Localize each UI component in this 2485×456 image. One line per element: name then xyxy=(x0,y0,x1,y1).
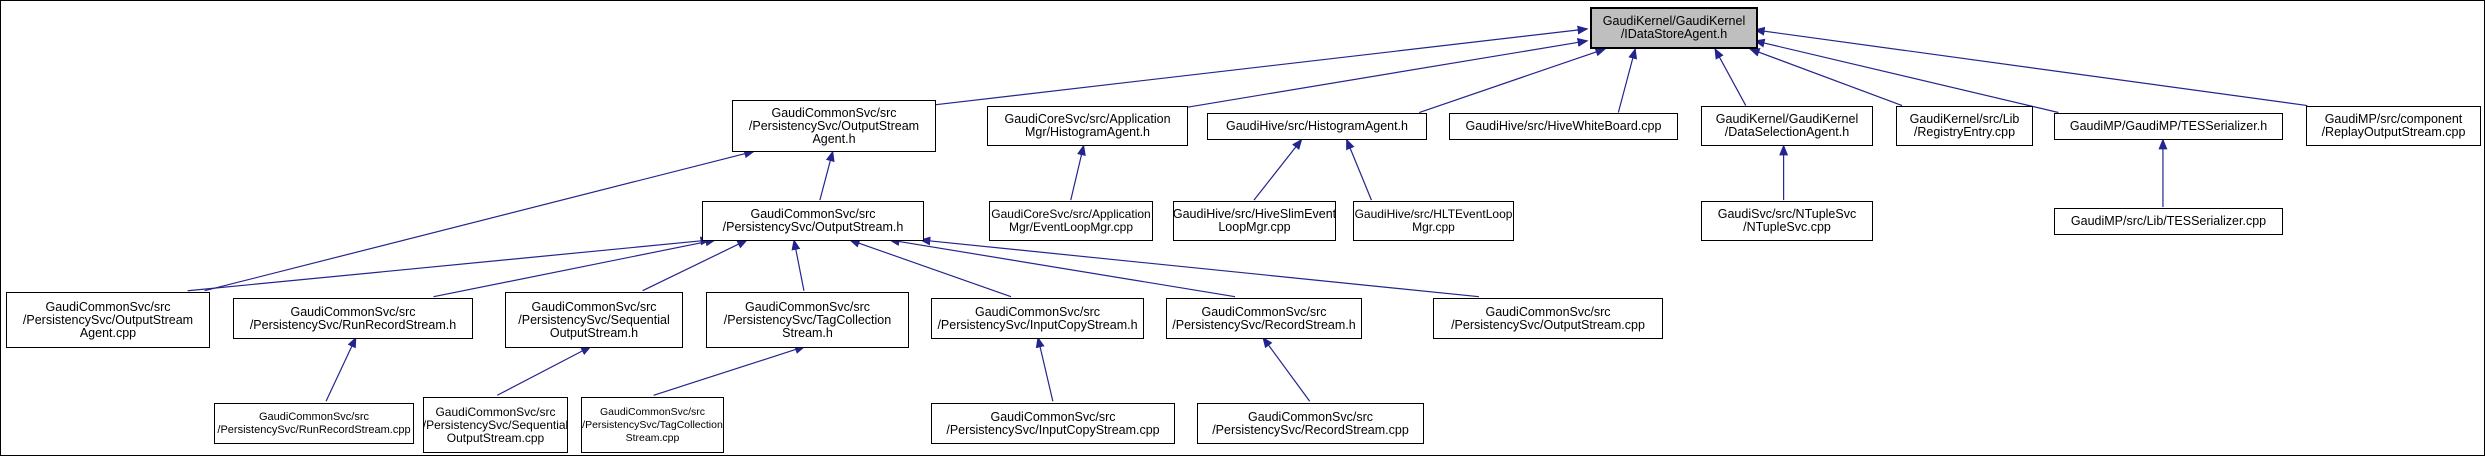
edge-coresvc-histogramagent-h-to-idatastoreagent-h xyxy=(1185,38,1589,109)
edge-outputstream-h-to-outputstreamagent-h xyxy=(819,150,835,201)
edge-registryentry-cpp-to-idatastoreagent-h xyxy=(1748,48,1903,107)
edge-outputstream-cpp-to-outputstream-h xyxy=(919,236,1480,298)
graph-node-sequentialoutputstream-h[interactable]: GaudiCommonSvc/src /PersistencySvc/Seque… xyxy=(505,292,683,348)
graph-node-replayoutputstream-cpp[interactable]: GaudiMP/src/component /ReplayOutputStrea… xyxy=(2306,106,2481,146)
graph-node-recordstream-cpp[interactable]: GaudiCommonSvc/src /PersistencySvc/Recor… xyxy=(1197,403,1424,444)
edge-tesserializer-h-to-idatastoreagent-h xyxy=(1753,38,2059,114)
edge-outputstreamagent-cpp-to-outputstreamagent-h xyxy=(204,149,756,292)
graph-node-tesserializer-h[interactable]: GaudiMP/GaudiMP/TESSerializer.h xyxy=(2054,113,2283,140)
graph-node-recordstream-h[interactable]: GaudiCommonSvc/src /PersistencySvc/Recor… xyxy=(1166,298,1362,339)
graph-node-coresvc-histogramagent-h[interactable]: GaudiCoreSvc/src/Application Mgr/Histogr… xyxy=(987,106,1188,146)
graph-node-inputcopystream-cpp[interactable]: GaudiCommonSvc/src /PersistencySvc/Input… xyxy=(931,403,1175,444)
edge-inputcopystream-cpp-to-inputcopystream-h xyxy=(1035,336,1054,402)
graph-node-tagcollectionstream-cpp[interactable]: GaudiCommonSvc/src /PersistencySvc/TagCo… xyxy=(581,397,724,453)
graph-node-inputcopystream-h[interactable]: GaudiCommonSvc/src /PersistencySvc/Input… xyxy=(931,298,1144,339)
graph-node-idatastoreagent-h[interactable]: GaudiKernel/GaudiKernel /IDataStoreAgent… xyxy=(1590,7,1758,49)
edge-outputstreamagent-h-to-idatastoreagent-h xyxy=(928,25,1589,107)
graph-node-hlteventloopmgr-cpp[interactable]: GaudiHive/src/HLTEventLoop Mgr.cpp xyxy=(1353,201,1514,241)
graph-node-eventloopmgr-cpp[interactable]: GaudiCoreSvc/src/Application Mgr/EventLo… xyxy=(989,201,1153,241)
edge-sequentialoutputstream-cpp-to-sequentialoutputstream-h xyxy=(497,345,592,396)
graph-node-tesserializer-cpp[interactable]: GaudiMP/src/Lib/TESSerializer.cpp xyxy=(2054,208,2283,235)
edge-runrecordstream-h-to-outputstream-h xyxy=(433,237,717,298)
graph-node-tagcollectionstream-h[interactable]: GaudiCommonSvc/src /PersistencySvc/TagCo… xyxy=(706,292,909,348)
graph-node-hiveslimeventloopmgr-cpp[interactable]: GaudiHive/src/HiveSlimEvent LoopMgr.cpp xyxy=(1173,201,1336,241)
edge-outputstreamagent-cpp-to-outputstream-h xyxy=(187,236,712,292)
graph-node-ntuplesvc-cpp[interactable]: GaudiSvc/src/NTupleSvc /NTupleSvc.cpp xyxy=(1701,201,1873,241)
edge-dataselectionagent-h-to-idatastoreagent-h xyxy=(1714,47,1747,106)
edge-tagcollectionstream-cpp-to-tagcollectionstream-h xyxy=(653,345,806,396)
graph-node-outputstream-h[interactable]: GaudiCommonSvc/src /PersistencySvc/Outpu… xyxy=(702,201,924,241)
edge-hiveslimeventloopmgr-cpp-to-hive-histogramagent-h xyxy=(1253,138,1303,201)
graph-node-registryentry-cpp[interactable]: GaudiKernel/src/Lib /RegistryEntry.cpp xyxy=(1896,106,2033,146)
graph-node-outputstreamagent-h[interactable]: GaudiCommonSvc/src /PersistencySvc/Outpu… xyxy=(732,100,936,152)
edge-recordstream-cpp-to-recordstream-h xyxy=(1262,336,1311,402)
graph-node-hive-histogramagent-h[interactable]: GaudiHive/src/HistogramAgent.h xyxy=(1207,113,1427,140)
graph-node-hivewhiteboard-cpp[interactable]: GaudiHive/src/HiveWhiteBoard.cpp xyxy=(1449,113,1678,140)
edge-hivewhiteboard-cpp-to-idatastoreagent-h xyxy=(1617,47,1638,113)
graph-node-outputstream-cpp[interactable]: GaudiCommonSvc/src /PersistencySvc/Outpu… xyxy=(1433,298,1663,339)
edge-replayoutputstream-cpp-to-idatastoreagent-h xyxy=(1753,26,2308,107)
edge-hlteventloopmgr-cpp-to-hive-histogramagent-h xyxy=(1345,138,1372,201)
edge-hive-histogramagent-h-to-idatastoreagent-h xyxy=(1419,47,1607,114)
graph-node-dataselectionagent-h[interactable]: GaudiKernel/GaudiKernel /DataSelectionAg… xyxy=(1701,106,1873,146)
edge-sequentialoutputstream-h-to-outputstream-h xyxy=(642,239,749,292)
edge-recordstream-h-to-outputstream-h xyxy=(888,237,1236,298)
graph-node-outputstreamagent-cpp[interactable]: GaudiCommonSvc/src /PersistencySvc/Outpu… xyxy=(6,292,210,348)
edge-eventloopmgr-cpp-to-coresvc-histogramagent-h xyxy=(1070,144,1086,201)
graph-node-runrecordstream-cpp[interactable]: GaudiCommonSvc/src /PersistencySvc/RunRe… xyxy=(214,403,414,444)
graph-node-sequentialoutputstream-cpp[interactable]: GaudiCommonSvc/src /PersistencySvc/Seque… xyxy=(423,397,568,453)
graph-node-runrecordstream-h[interactable]: GaudiCommonSvc/src /PersistencySvc/RunRe… xyxy=(233,298,473,339)
edge-tagcollectionstream-h-to-outputstream-h xyxy=(791,238,805,291)
edge-runrecordstream-cpp-to-runrecordstream-h xyxy=(325,336,357,402)
edge-inputcopystream-h-to-outputstream-h xyxy=(848,239,1012,298)
